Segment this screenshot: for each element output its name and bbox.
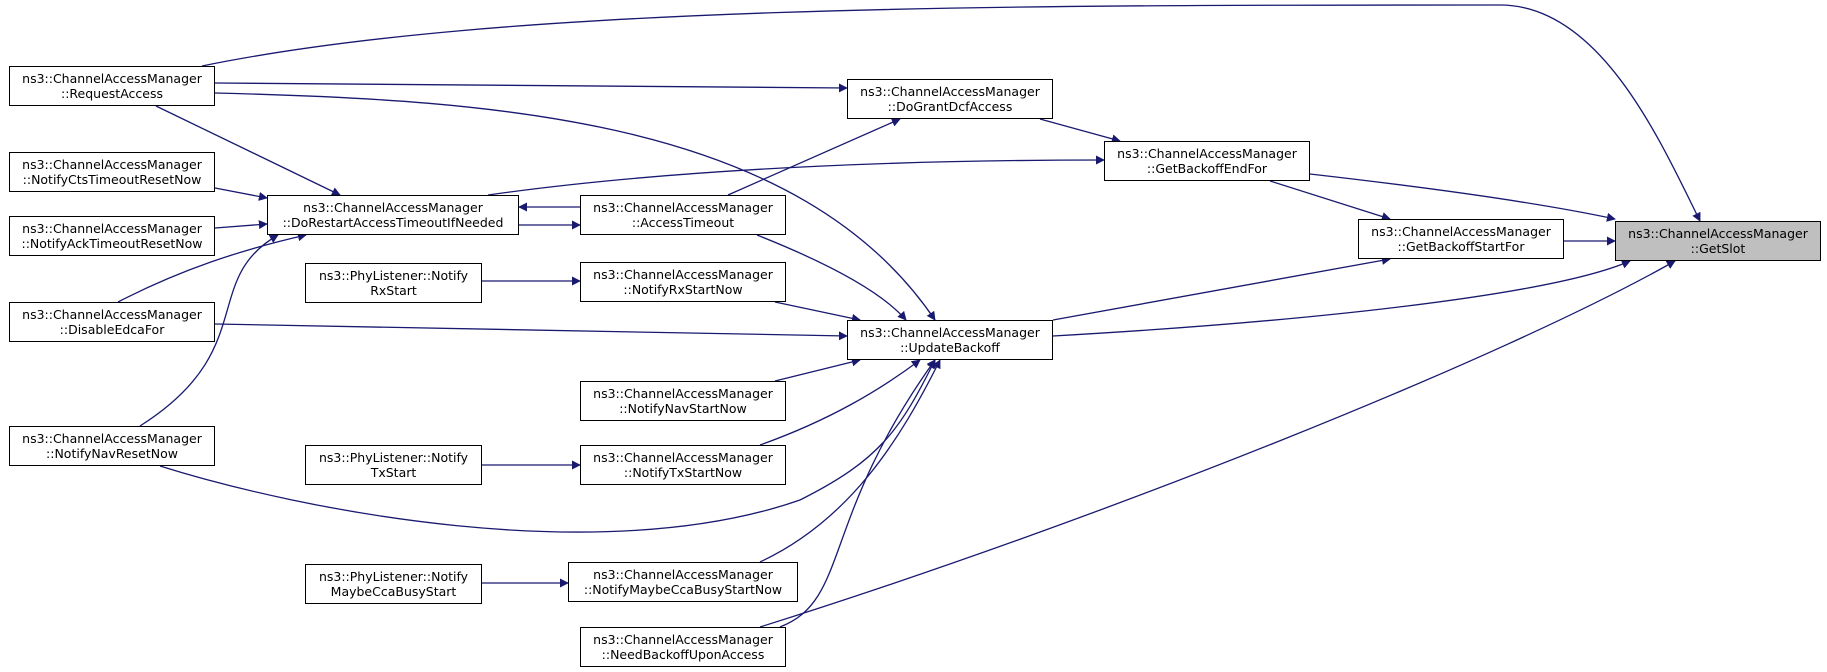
- edge-notifyack-to-dorestart: [214, 220, 268, 230]
- node-phyrx-line2: RxStart: [370, 283, 417, 298]
- node-notifynavstart-line2: ::NotifyNavStartNow: [619, 401, 747, 416]
- node-notifytx-line1: ns3::ChannelAccessManager: [593, 450, 773, 465]
- edge-accesstimeout-to-dogrant: [727, 118, 901, 196]
- node-notifytx[interactable]: ns3::ChannelAccessManager::NotifyTxStart…: [580, 445, 786, 485]
- node-updatebackoff-line2: ::UpdateBackoff: [900, 340, 1000, 355]
- node-updatebackoff-line1: ns3::ChannelAccessManager: [860, 325, 1040, 340]
- node-disableedca[interactable]: ns3::ChannelAccessManager::DisableEdcaFo…: [9, 302, 215, 342]
- edge-notifycts-to-dorestart: [214, 187, 268, 201]
- edge-requestaccess-to-dorestart: [155, 105, 341, 196]
- node-requestaccess-line1: ns3::ChannelAccessManager: [22, 71, 202, 86]
- node-notifyrx-line1: ns3::ChannelAccessManager: [593, 267, 773, 282]
- node-getbackoffend-line1: ns3::ChannelAccessManager: [1117, 146, 1297, 161]
- node-dorestart[interactable]: ns3::ChannelAccessManager::DoRestartAcce…: [267, 195, 519, 235]
- node-accesstimeout-line2: ::AccessTimeout: [631, 215, 735, 230]
- edge-notifyrx-to-updatebackoff: [774, 301, 861, 323]
- edge-dogrant-to-getbackoffend: [1039, 118, 1121, 144]
- node-needbackoff-line2: ::NeedBackoffUponAccess: [601, 647, 765, 662]
- node-getslot: ns3::ChannelAccessManager::GetSlot: [1615, 221, 1821, 261]
- node-getbackoffend-line2: ::GetBackoffEndFor: [1146, 161, 1268, 176]
- node-getbackoffend[interactable]: ns3::ChannelAccessManager::GetBackoffEnd…: [1104, 141, 1310, 181]
- node-notifynavreset-line2: ::NotifyNavResetNow: [46, 446, 178, 461]
- edge-getbackoffend-to-getbackoffstart: [1269, 180, 1391, 221]
- node-getbackoffstart-line2: ::GetBackoffStartFor: [1397, 239, 1525, 254]
- node-notifyrx-line2: ::NotifyRxStartNow: [623, 282, 743, 297]
- node-dogrant-line2: ::DoGrantDcfAccess: [887, 99, 1013, 114]
- node-getbackoffstart[interactable]: ns3::ChannelAccessManager::GetBackoffSta…: [1358, 219, 1564, 259]
- node-notifynavstart-line1: ns3::ChannelAccessManager: [593, 386, 773, 401]
- node-phytx-line2: TxStart: [370, 465, 417, 480]
- node-needbackoff[interactable]: ns3::ChannelAccessManager::NeedBackoffUp…: [580, 627, 786, 667]
- node-accesstimeout-line1: ns3::ChannelAccessManager: [593, 200, 773, 215]
- node-needbackoff-line1: ns3::ChannelAccessManager: [593, 632, 773, 647]
- node-notifycca[interactable]: ns3::ChannelAccessManager::NotifyMaybeCc…: [568, 562, 798, 602]
- node-notifycts-line1: ns3::ChannelAccessManager: [22, 157, 202, 172]
- node-updatebackoff[interactable]: ns3::ChannelAccessManager::UpdateBackoff: [847, 320, 1053, 360]
- node-phycca-line2: MaybeCcaBusyStart: [330, 584, 457, 599]
- node-disableedca-line1: ns3::ChannelAccessManager: [22, 307, 202, 322]
- edge-needbackoff-to-updatebackoff: [779, 359, 936, 628]
- node-requestaccess[interactable]: ns3::ChannelAccessManager::RequestAccess: [9, 66, 215, 106]
- node-dogrant-line1: ns3::ChannelAccessManager: [860, 84, 1040, 99]
- node-accesstimeout[interactable]: ns3::ChannelAccessManager::AccessTimeout: [580, 195, 786, 235]
- node-notifycca-line1: ns3::ChannelAccessManager: [593, 567, 773, 582]
- edge-disableedca-to-dorestart: [117, 232, 307, 303]
- edge-notifycca-to-updatebackoff: [759, 359, 941, 563]
- edge-updatebackoff-to-getslot: [1052, 260, 1631, 337]
- node-notifycca-line2: ::NotifyMaybeCcaBusyStartNow: [583, 582, 783, 597]
- edge-notifynavreset-to-updatebackoff: [159, 359, 936, 533]
- node-getslot-line2: ::GetSlot: [1690, 241, 1746, 256]
- edge-updatebackoff-to-getbackoffstart: [1052, 256, 1391, 321]
- node-dorestart-line2: ::DoRestartAccessTimeoutIfNeeded: [282, 215, 504, 230]
- node-notifytx-line2: ::NotifyTxStartNow: [623, 465, 743, 480]
- node-notifycts-line2: ::NotifyCtsTimeoutResetNow: [22, 172, 202, 187]
- edge-accesstimeout-to-updatebackoff: [756, 234, 907, 321]
- node-notifyrx[interactable]: ns3::ChannelAccessManager::NotifyRxStart…: [580, 262, 786, 302]
- node-getbackoffstart-line1: ns3::ChannelAccessManager: [1371, 224, 1551, 239]
- node-notifyack-line1: ns3::ChannelAccessManager: [22, 221, 202, 236]
- node-notifycts[interactable]: ns3::ChannelAccessManager::NotifyCtsTime…: [9, 152, 215, 192]
- edge-dorestart-to-getbackoffend: [487, 155, 1105, 196]
- node-phytx-line1: ns3::PhyListener::Notify: [318, 450, 469, 465]
- edge-notifynavstart-to-updatebackoff: [774, 357, 861, 382]
- node-notifyack-line2: ::NotifyAckTimeoutResetNow: [21, 236, 203, 251]
- node-notifyack[interactable]: ns3::ChannelAccessManager::NotifyAckTime…: [9, 216, 215, 256]
- node-phyrx-line1: ns3::PhyListener::Notify: [318, 268, 469, 283]
- edge-needbackoff-to-getslot: [759, 260, 1676, 628]
- node-disableedca-line2: ::DisableEdcaFor: [59, 322, 165, 337]
- node-requestaccess-line2: ::RequestAccess: [61, 86, 163, 101]
- node-notifynavreset[interactable]: ns3::ChannelAccessManager::NotifyNavRese…: [9, 426, 215, 466]
- node-notifynavreset-line1: ns3::ChannelAccessManager: [22, 431, 202, 446]
- node-dogrant[interactable]: ns3::ChannelAccessManager::DoGrantDcfAcc…: [847, 79, 1053, 119]
- edge-disableedca-to-updatebackoff: [214, 323, 848, 341]
- node-phycca-line1: ns3::PhyListener::Notify: [318, 569, 469, 584]
- edge-getbackoffend-to-getslot: [1309, 173, 1616, 222]
- node-getslot-line1: ns3::ChannelAccessManager: [1628, 226, 1808, 241]
- edge-requestaccess-to-dogrant: [214, 82, 848, 93]
- edge-requestaccess-to-updatebackoff: [214, 92, 936, 321]
- node-notifynavstart[interactable]: ns3::ChannelAccessManager::NotifyNavStar…: [580, 381, 786, 421]
- edge-notifytx-to-updatebackoff: [759, 359, 921, 446]
- edge-requestaccess-to-getslot: [201, 4, 1701, 222]
- node-dorestart-line1: ns3::ChannelAccessManager: [303, 200, 483, 215]
- edge-notifynavreset-to-dorestart: [139, 234, 279, 427]
